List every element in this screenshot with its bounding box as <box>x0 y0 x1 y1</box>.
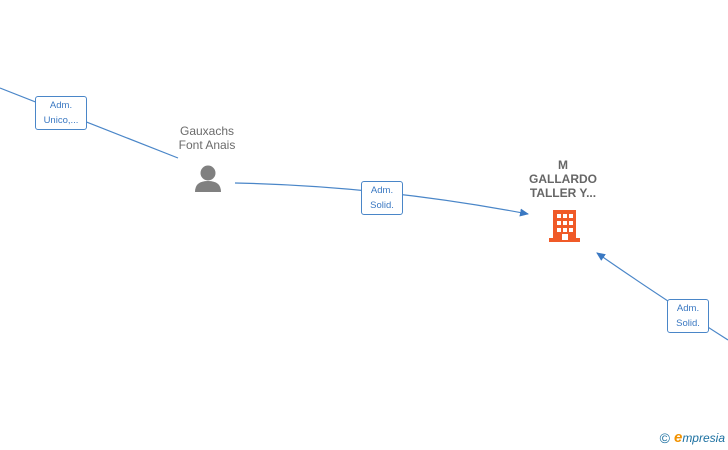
edge-label-right[interactable]: Adm. Solid. <box>667 299 709 333</box>
edge-right-role: Adm. <box>676 303 700 314</box>
brand-logo-text: mpresia <box>682 431 725 445</box>
copyright-symbol: © <box>659 429 670 446</box>
brand-logo[interactable]: empresia <box>674 429 725 446</box>
company-name-line2: GALLARDO <box>529 172 597 186</box>
company-name-line1: M <box>558 158 568 172</box>
company-node-label[interactable]: M GALLARDO TALLER Y... <box>518 158 608 200</box>
edge-middle-role: Adm. <box>370 185 394 196</box>
edge-middle-detail: Solid. <box>370 200 394 211</box>
edge-right-detail: Solid. <box>676 318 700 329</box>
brand-logo-initial: e <box>673 429 683 446</box>
brand-footer: © empresia <box>660 429 725 446</box>
company-name-line3: TALLER Y... <box>529 186 597 200</box>
building-icon[interactable] <box>549 210 580 242</box>
person-node-label[interactable]: Gauxachs Font Anais <box>166 124 248 152</box>
edge-left-detail: Unico,... <box>43 115 79 126</box>
edge-left-line <box>0 87 179 159</box>
edge-right-line <box>596 252 728 341</box>
edge-left-role: Adm. <box>49 100 73 111</box>
edge-label-middle[interactable]: Adm. Solid. <box>361 181 403 215</box>
person-name-line2: Font Anais <box>178 138 236 152</box>
person-name-line1: Gauxachs <box>179 124 235 138</box>
edge-label-left[interactable]: Adm. Unico,... <box>35 96 87 130</box>
person-icon[interactable] <box>195 165 221 193</box>
